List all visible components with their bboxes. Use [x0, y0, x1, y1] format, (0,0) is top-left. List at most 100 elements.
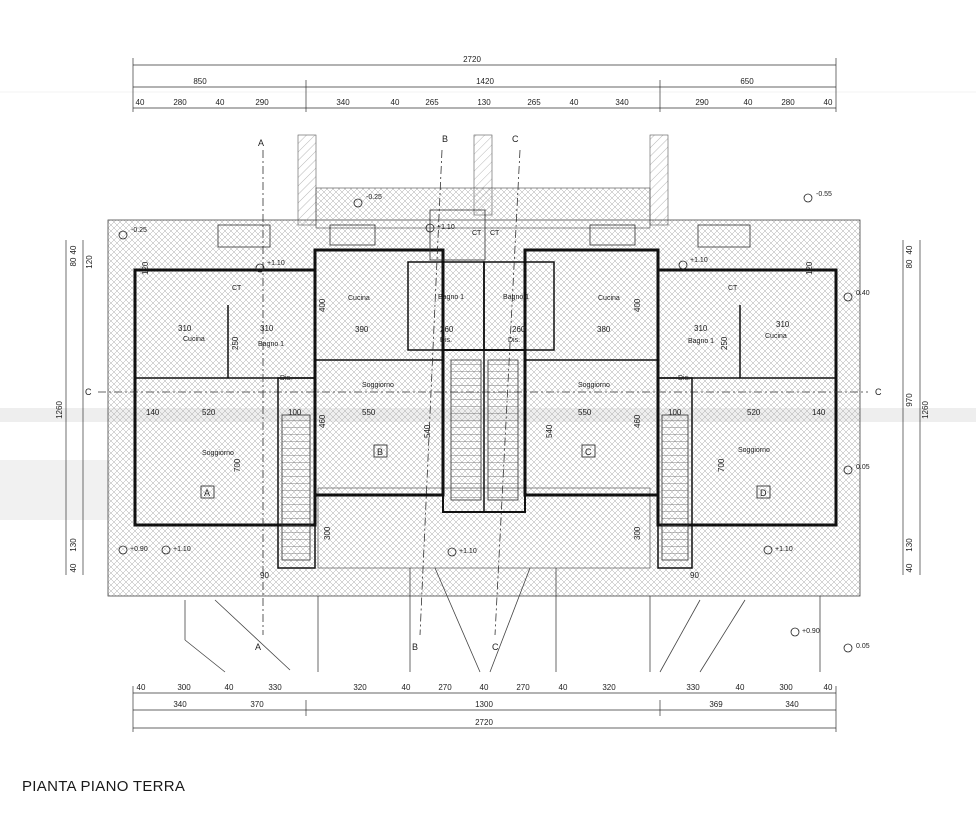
room-dim: 100: [668, 408, 682, 417]
unit-d-label: D: [760, 488, 767, 498]
room-dim: 380: [597, 325, 611, 334]
room-dis-d: Dis.: [678, 375, 690, 382]
unit-c-box: [581, 444, 596, 458]
right-dimensions: [902, 240, 921, 575]
dim-bot-r1: 320: [602, 683, 616, 692]
section-b-top: B: [442, 134, 448, 144]
room-dim: 540: [423, 424, 432, 438]
room-dim: 140: [812, 408, 826, 417]
room-ct-a: CT: [232, 285, 242, 292]
dim-top-r3: 290: [695, 98, 709, 107]
room-cucina-b: Cucina: [348, 295, 370, 302]
elevation-label: +1.10: [690, 257, 708, 264]
room-soggiorno-d: Soggiorno: [738, 447, 770, 454]
unit-c-label: C: [585, 447, 592, 457]
room-dim: 700: [233, 458, 242, 472]
section-a-bottom: A: [255, 642, 261, 652]
right-dim-labels: 40 80 970 1260 130 40: [905, 245, 930, 572]
section-markers: A B C C B A C C: [85, 134, 882, 652]
room-ct-b: CT: [472, 230, 482, 237]
left-dimensions: [65, 240, 84, 575]
dim-top-850: 850: [193, 77, 207, 86]
dim-bot-r1: 270: [438, 683, 452, 692]
section-a-top: A: [258, 138, 264, 148]
room-dim: 550: [362, 408, 376, 417]
dim-left: 40: [69, 563, 78, 572]
dim-bot-r1: 300: [177, 683, 191, 692]
dim-bot-r1: 40: [137, 683, 146, 692]
section-c-top: C: [512, 134, 519, 144]
elevation-label: 0.40: [856, 290, 870, 297]
room-dim: 310: [694, 324, 708, 333]
bottom-dim-labels: 40 300 40 330 320 40 270 40 270 40 320 3…: [137, 683, 833, 727]
room-dim: 260: [440, 325, 454, 334]
dim-bot-r1: 40: [824, 683, 833, 692]
room-dim: 700: [717, 458, 726, 472]
top-dim-labels: 2720 850 1420 650 40 280 40 290 340 40 2…: [136, 55, 833, 107]
room-bagno-b: Bagno 1: [438, 294, 464, 301]
elevation-label: +1.10: [173, 546, 191, 553]
room-dim: 310: [776, 320, 790, 329]
dim-top-r3: 130: [477, 98, 491, 107]
room-dim: 310: [178, 324, 192, 333]
room-dim: 400: [633, 298, 642, 312]
dim-left: 120: [85, 255, 94, 269]
dim-top-r3: 290: [255, 98, 269, 107]
room-dim: 310: [260, 324, 274, 333]
dim-top-r3: 40: [744, 98, 753, 107]
room-dim: 540: [545, 424, 554, 438]
section-c-right: C: [875, 387, 882, 397]
room-dim: 520: [202, 408, 216, 417]
dim-total-bottom: 2720: [475, 718, 493, 727]
dim-top-r3: 280: [781, 98, 795, 107]
dim-bot-r1: 40: [225, 683, 234, 692]
dim-left: 80: [69, 257, 78, 266]
elevation-label: +0.90: [130, 546, 148, 553]
building-walls: [133, 248, 838, 569]
dim-top-r3: 340: [336, 98, 350, 107]
elevation-label: +1.10: [267, 260, 285, 267]
dim-right: 80: [905, 259, 914, 268]
room-cucina-c: Cucina: [598, 295, 620, 302]
elevation-label: +1.10: [437, 224, 455, 231]
room-dim: 300: [633, 526, 642, 540]
dim-top-r3: 280: [173, 98, 187, 107]
room-dim: 140: [146, 408, 160, 417]
dim-bot-r1: 330: [686, 683, 700, 692]
room-dim: 120: [805, 261, 814, 275]
section-c-left: C: [85, 387, 92, 397]
room-dim: 520: [747, 408, 761, 417]
elevation-label: 0.05: [856, 643, 870, 650]
elevation-label: -0.55: [816, 191, 832, 198]
bottom-dimensions: [132, 686, 837, 732]
dim-top-r3: 40: [136, 98, 145, 107]
dim-bot-r2: 1300: [475, 700, 493, 709]
dim-bot-r2: 340: [173, 700, 187, 709]
room-dim: 460: [318, 414, 327, 428]
dim-top-1420: 1420: [476, 77, 494, 86]
dim-bot-r1: 40: [736, 683, 745, 692]
dim-bot-r2: 370: [250, 700, 264, 709]
dim-top-650: 650: [740, 77, 754, 86]
room-soggiorno-b: Soggiorno: [362, 382, 394, 389]
elevation-markers: -0.25 -0.25 -0.55 +1.10 +1.10 +1.10 +1.1…: [118, 191, 870, 653]
room-dim: 90: [260, 571, 269, 580]
dim-bot-r1: 320: [353, 683, 367, 692]
room-bagno-d: Bagno 1: [688, 338, 714, 345]
elevation-label: 0.05: [856, 464, 870, 471]
section-c-bottom: C: [492, 642, 499, 652]
room-cucina-a: Cucina: [183, 336, 205, 343]
room-dimensions: 310 390 380 310 310 310 260 260 520 550 …: [141, 261, 826, 580]
dim-top-r3: 265: [527, 98, 541, 107]
elevation-label: +0.90: [802, 628, 820, 635]
room-dim: 90: [690, 571, 699, 580]
room-dim: 550: [578, 408, 592, 417]
dim-right: 40: [905, 245, 914, 254]
left-dim-labels: 80 40 120 1260 130 40: [55, 245, 94, 572]
room-ct-c: CT: [490, 230, 500, 237]
dim-left: 130: [69, 538, 78, 552]
dim-top-r3: 40: [570, 98, 579, 107]
elevation-label: +1.10: [459, 548, 477, 555]
dim-bot-r1: 40: [559, 683, 568, 692]
